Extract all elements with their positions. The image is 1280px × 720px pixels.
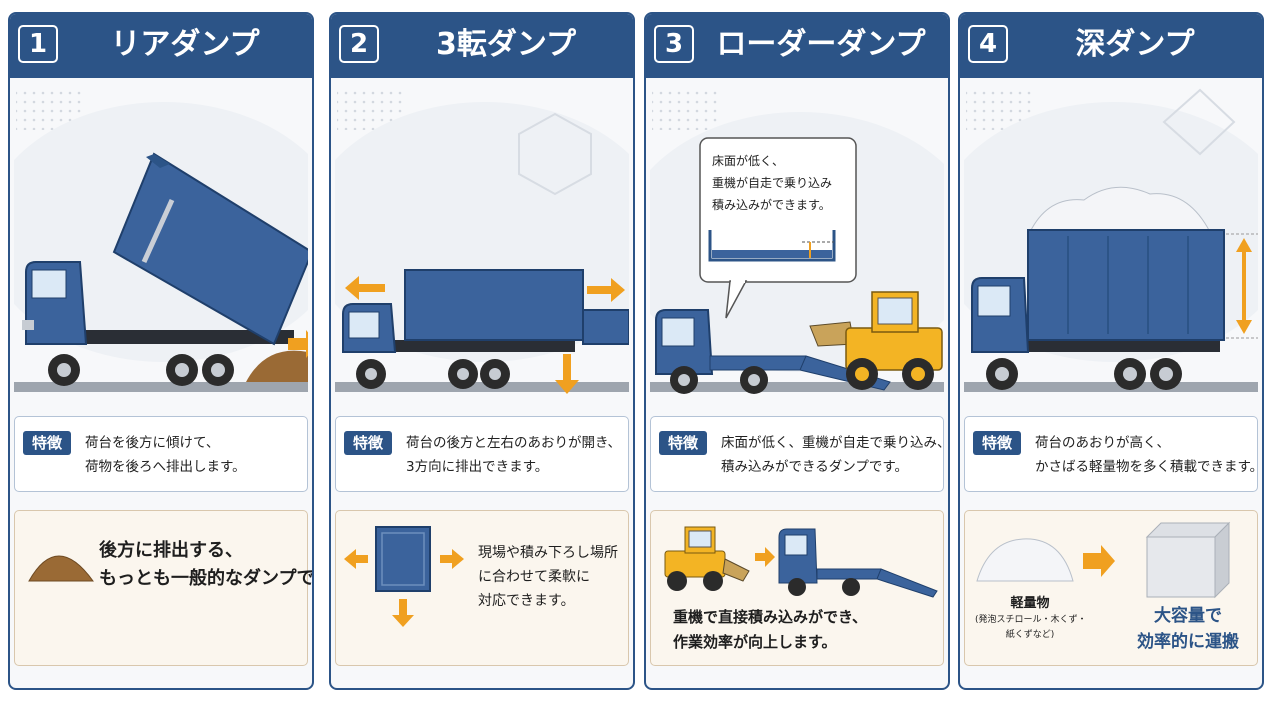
feature-box: 特徴 荷台の後方と左右のあおりが開き、 3方向に排出できます。 [335, 416, 629, 492]
summary-box: 重機で直接積み込みができ、 作業効率が向上します。 [650, 510, 944, 666]
feature-badge: 特徴 [23, 431, 71, 455]
three-way-dump-illustration [335, 82, 629, 412]
panel-title: リアダンプ [110, 27, 260, 62]
panel-title: 深ダンプ [1075, 27, 1195, 62]
light-cargo-icon [976, 538, 1074, 582]
summary-text: 重機で直接積み込みができ、 作業効率が向上します。 [673, 608, 867, 651]
panel-rear-dump: 1 リアダンプ 特徴 荷台を後方に傾けて [8, 12, 314, 690]
panel-header: 3 ローダーダンプ [646, 14, 948, 78]
rear-dump-illustration [14, 82, 308, 412]
deep-dump-illustration [964, 82, 1258, 412]
feature-box: 特徴 荷台を後方に傾けて、 荷物を後ろへ排出します。 [14, 416, 308, 492]
arrow-right-icon [1083, 545, 1115, 577]
feature-text: 荷台を後方に傾けて、 荷物を後ろへ排出します。 [85, 435, 246, 475]
arrow-right-icon [587, 278, 625, 302]
arrow-left-icon [345, 276, 385, 300]
panel-number: 1 [18, 25, 58, 63]
panel-header: 4 深ダンプ [960, 14, 1262, 78]
summary-box: 軽量物 (発泡スチロール・木くず・ 紙くずなど) 大容量で 効率的に運搬 [964, 510, 1258, 666]
panel-number: 3 [654, 25, 694, 63]
arrow-icon [288, 330, 308, 358]
arrow-right-icon [440, 549, 464, 569]
loader-dump-illustration: 床面が低く、 重機が自走で乗り込み 積み込みができます。 [650, 82, 944, 412]
arrow-right-icon [755, 547, 775, 567]
feature-text: 荷台のあおりが高く、 かさばる軽量物を多く積載できます。 [1035, 435, 1264, 475]
height-arrow-icon [1226, 233, 1258, 339]
three-way-bed-icon [375, 526, 431, 592]
three-way-dump-truck [342, 269, 629, 389]
feature-text: 荷台の後方と左右のあおりが開き、 3方向に排出できます。 [406, 435, 622, 475]
summary-text: 現場や積み下ろし場所 に合わせて柔軟に 対応できます。 [478, 545, 618, 609]
soil-pile [246, 350, 308, 382]
feature-text: 床面が低く、重機が自走で乗り込み、 積み込みができるダンプです。 [721, 435, 950, 475]
wheel-loader [809, 291, 943, 390]
callout-text: 床面が低く、 重機が自走で乗り込み 積み込みができます。 [712, 154, 833, 212]
panel-number: 2 [339, 25, 379, 63]
panel-loader-dump: 3 ローダーダンプ [644, 12, 950, 690]
summary-box: 現場や積み下ろし場所 に合わせて柔軟に 対応できます。 [335, 510, 629, 666]
deep-dump-truck [971, 229, 1225, 390]
panel-header: 2 3転ダンプ [331, 14, 633, 78]
summary-box: 後方に排出する、 もっとも一般的なダンプです。 [14, 510, 312, 666]
rear-dump-truck [22, 152, 308, 386]
panel-three-way-dump: 2 3転ダンプ 特徴 荷台の後方と左右のあおりが [329, 12, 635, 690]
panel-header: 1 リアダンプ [10, 14, 312, 78]
feature-badge: 特徴 [344, 431, 392, 455]
feature-box: 特徴 床面が低く、重機が自走で乗り込み、 積み込みができるダンプです。 [650, 416, 950, 492]
arrow-down-icon [555, 354, 579, 394]
soil-pile-icon [28, 555, 94, 582]
summary-text: 後方に排出する、 もっとも一般的なダンプです。 [99, 540, 314, 589]
light-cargo-caption: 軽量物 (発泡スチロール・木くず・ 紙くずなど) [975, 596, 1087, 640]
panel-deep-dump: 4 深ダンプ [958, 12, 1264, 690]
callout-bubble [699, 137, 857, 319]
capacity-text: 大容量で 効率的に運搬 [1137, 606, 1239, 652]
feature-badge: 特徴 [659, 431, 707, 455]
feature-box: 特徴 荷台のあおりが高く、 かさばる軽量物を多く積載できます。 [964, 416, 1264, 492]
loader-icon [664, 526, 750, 591]
ground [14, 382, 308, 392]
panel-number: 4 [968, 25, 1008, 63]
panel-title: ローダーダンプ [716, 27, 926, 62]
panel-title: 3転ダンプ [436, 27, 576, 62]
low-bed-truck-icon [778, 528, 938, 598]
arrow-down-icon [392, 599, 414, 627]
container-box-icon [1145, 521, 1231, 599]
light-cargo-heap [1029, 186, 1211, 233]
arrow-left-icon [344, 549, 368, 569]
feature-badge: 特徴 [973, 431, 1021, 455]
low-bed-truck [655, 309, 891, 394]
